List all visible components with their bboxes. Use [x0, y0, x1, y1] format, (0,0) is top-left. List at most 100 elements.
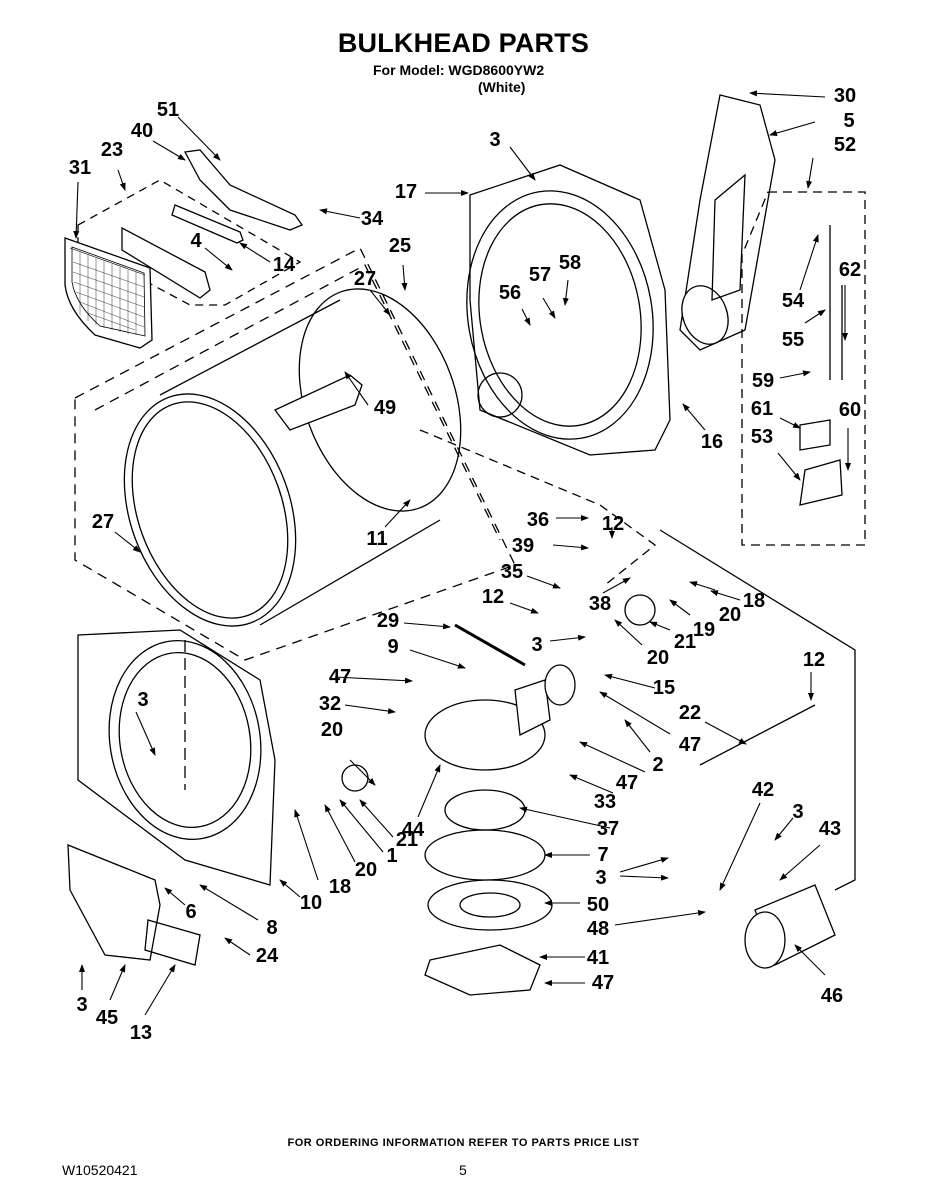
- callout-20-upper-right: 20: [718, 604, 742, 626]
- callout-47-c: 47: [615, 772, 639, 794]
- callout-33: 33: [593, 791, 617, 813]
- callout-52: 52: [833, 134, 857, 156]
- callout-62: 62: [838, 259, 862, 281]
- callout-16: 16: [700, 431, 724, 453]
- callout-29: 29: [376, 610, 400, 632]
- callout-3-bracket: 3: [595, 867, 607, 889]
- document-number: W10520421: [62, 1162, 138, 1178]
- exhaust-duct-part: [679, 94, 776, 351]
- drum-group-outline: [74, 247, 516, 661]
- callout-49: 49: [373, 397, 397, 419]
- callout-5: 5: [843, 110, 855, 132]
- callout-60: 60: [838, 399, 862, 421]
- callout-61: 61: [750, 398, 774, 420]
- callout-54: 54: [781, 290, 805, 312]
- idler-pulley-part-2: [341, 764, 369, 792]
- callout-58: 58: [558, 252, 582, 274]
- ordering-note: FOR ORDERING INFORMATION REFER TO PARTS …: [287, 1137, 640, 1149]
- callout-44: 44: [401, 819, 425, 841]
- callout-41: 41: [586, 947, 610, 969]
- callout-19: 19: [692, 619, 716, 641]
- callout-12-b: 12: [481, 586, 505, 608]
- color-line: (White): [478, 79, 526, 95]
- callout-22: 22: [678, 702, 702, 724]
- callout-37: 37: [596, 818, 620, 840]
- blower-duct-part: [544, 664, 576, 706]
- blower-cover-41: [424, 944, 541, 996]
- callout-50: 50: [586, 894, 610, 916]
- callout-51: 51: [156, 99, 180, 121]
- belt-part: [454, 623, 526, 667]
- callout-25: 25: [388, 235, 412, 257]
- idler-pulley-part: [624, 594, 656, 626]
- callout-23: 23: [100, 139, 124, 161]
- drum-part: [123, 288, 462, 627]
- callout-17: 17: [394, 181, 418, 203]
- page-title: BULKHEAD PARTS: [337, 28, 590, 58]
- motor-part: [744, 884, 836, 969]
- callout-27-lower: 27: [91, 511, 115, 533]
- callout-47-a: 47: [328, 666, 352, 688]
- model-line: For Model: WGD8600YW2: [373, 62, 545, 78]
- callout-55: 55: [781, 329, 805, 351]
- callout-4: 4: [190, 230, 202, 252]
- leader-lines: [73, 90, 851, 1016]
- callout-3-front: 3: [137, 689, 149, 711]
- callout-21-lower: 21: [395, 829, 419, 851]
- callout-46: 46: [820, 985, 844, 1007]
- callout-8: 8: [266, 917, 278, 939]
- callout-11: 11: [366, 528, 388, 550]
- callout-12-a: 12: [601, 513, 625, 535]
- callout-24: 24: [255, 945, 279, 967]
- callout-18-upper: 18: [742, 590, 766, 612]
- callout-53: 53: [750, 426, 774, 448]
- callout-1: 1: [386, 845, 398, 867]
- callout-45: 45: [95, 1007, 119, 1029]
- callout-30: 30: [833, 85, 857, 107]
- callout-3-rear: 3: [489, 129, 501, 151]
- callout-59: 59: [751, 370, 775, 392]
- callout-36: 36: [526, 509, 550, 531]
- callout-20-mid: 20: [320, 719, 344, 741]
- callout-32: 32: [318, 693, 342, 715]
- valve-part: [799, 459, 843, 506]
- callout-12-c: 12: [802, 649, 826, 671]
- callout-43: 43: [818, 818, 842, 840]
- callout-39: 39: [511, 535, 535, 557]
- callout-10: 10: [299, 892, 323, 914]
- callout-2: 2: [652, 754, 664, 776]
- gasket-part-13: [144, 919, 201, 966]
- baffle-part: [273, 374, 363, 431]
- steam-group-outline: [741, 191, 866, 546]
- callout-3-duct: 3: [76, 994, 88, 1016]
- callout-42: 42: [751, 779, 775, 801]
- callout-3-center: 3: [531, 634, 543, 656]
- grille-part: [183, 149, 303, 231]
- housing-plate-50: [427, 879, 553, 931]
- callout-34: 34: [360, 208, 384, 230]
- callout-14: 14: [272, 254, 296, 276]
- callout-35: 35: [500, 561, 524, 583]
- callout-3-motor: 3: [792, 801, 804, 823]
- callout-21-upper: 21: [673, 631, 697, 653]
- gasket-ring-7: [424, 829, 546, 881]
- callout-6: 6: [185, 901, 197, 923]
- lint-duct-part: [171, 204, 244, 244]
- callout-20-lower: 20: [354, 859, 378, 881]
- callout-27-upper: 27: [353, 268, 377, 290]
- blower-housing-part: [424, 679, 551, 831]
- callout-57: 57: [528, 264, 552, 286]
- callout-47-d: 47: [591, 972, 615, 994]
- callout-48: 48: [586, 918, 610, 940]
- callout-47-b: 47: [678, 734, 702, 756]
- lint-housing-part: [121, 226, 211, 299]
- callout-38: 38: [588, 593, 612, 615]
- rear-bulkhead-part: [466, 164, 671, 456]
- page-number: 5: [459, 1162, 467, 1178]
- callout-9: 9: [387, 636, 399, 658]
- lint-duct-part-45: [67, 844, 161, 961]
- callout-7: 7: [597, 844, 609, 866]
- bracket-part-61: [799, 419, 831, 451]
- callout-15: 15: [652, 677, 676, 699]
